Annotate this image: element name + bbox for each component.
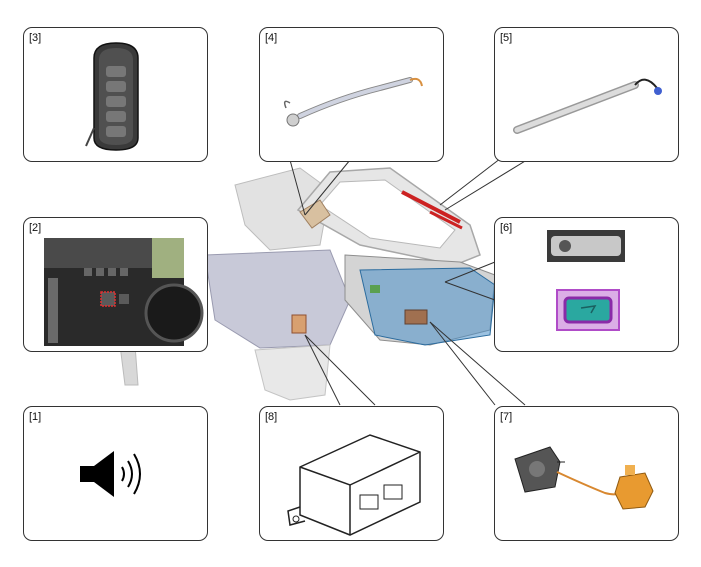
module-marker [291, 314, 307, 334]
dashboard-switch-icon [44, 238, 204, 346]
panel-latch-actuator: [7] [494, 406, 679, 541]
speaker-icon [80, 451, 141, 497]
tailgate-button-icon [547, 230, 625, 331]
panel-smart-key: [3] [23, 27, 208, 162]
panel-label: [4] [265, 32, 278, 44]
gas-strut-icon [513, 78, 662, 134]
panel-label: [8] [265, 411, 278, 423]
panel-dashboard-switch: [2] [23, 217, 208, 352]
latch-marker [404, 309, 428, 325]
panel-gas-strut: [5] [494, 27, 679, 162]
bumper-panel [254, 344, 331, 401]
panel-control-module: [8] [259, 406, 444, 541]
smart-key-icon [85, 42, 139, 151]
panel-label: [7] [500, 411, 513, 423]
panel-tailgate-button: [6] [494, 217, 679, 352]
rear-quarter-panel [234, 167, 331, 251]
gas-strut-right [429, 210, 463, 230]
panel-label: [3] [29, 32, 42, 44]
gas-strut-left [401, 190, 461, 224]
panel-label: [5] [500, 32, 513, 44]
panel-label: [2] [29, 222, 42, 234]
latch-actuator-icon [514, 446, 654, 510]
panel-label: [6] [500, 222, 513, 234]
tailgate-window-opening [319, 179, 456, 249]
control-module-icon [287, 434, 421, 536]
panel-wiring-sensor: [4] [259, 27, 444, 162]
panel-label: [1] [29, 411, 42, 423]
wiring-strip [299, 199, 331, 229]
latch-highlight-zone [359, 267, 496, 346]
wiring-sensor-icon [283, 77, 423, 127]
switch-marker-green [370, 285, 380, 293]
panel-speaker: [1] [23, 406, 208, 541]
